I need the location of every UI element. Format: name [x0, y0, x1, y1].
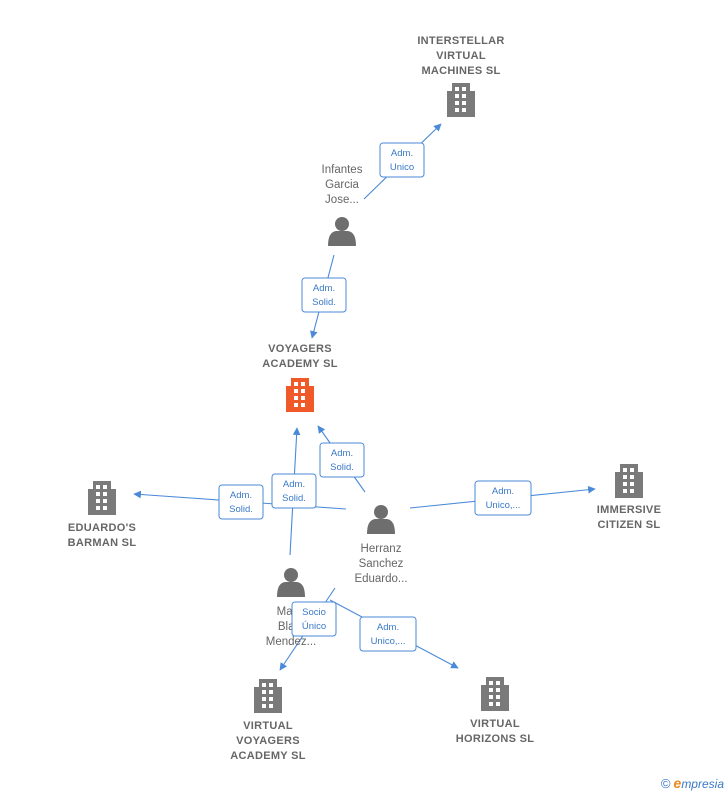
node-label-line: BARMAN SL [68, 537, 137, 549]
node-label-line: ACADEMY SL [262, 358, 338, 370]
edge-label-text: Adm. [230, 490, 252, 501]
edge-label-text: Solid. [330, 462, 354, 473]
building-icon [447, 83, 475, 117]
edge-label-box [474, 480, 532, 516]
node-label-line: ACADEMY SL [230, 750, 306, 762]
brand-logo-text: mpresia [681, 777, 724, 791]
building-icon [481, 677, 509, 711]
node-label-line: VOYAGERS [268, 343, 332, 355]
node-herranz[interactable]: HerranzSanchezEduardo... [354, 505, 408, 585]
edge-label-box [271, 473, 317, 509]
edge-label[interactable]: Adm. Solid. [319, 442, 365, 478]
edge-label-text: Único [302, 621, 326, 632]
edge-label-box [319, 442, 365, 478]
node-label-line: VIRTUAL [470, 718, 520, 730]
edge-label[interactable]: Adm. Solid. [218, 484, 264, 520]
edge-label-text: Solid. [282, 493, 306, 504]
building-icon-focus [286, 378, 314, 412]
node-label-line: Garcia [325, 179, 359, 191]
edge-label-text: Adm. [391, 148, 413, 159]
node-label-line: Infantes [322, 164, 363, 176]
edge-label-text: Adm. [313, 283, 335, 294]
footer-brand[interactable]: ©empresia [661, 775, 724, 791]
node-voyagers[interactable]: VOYAGERS ACADEMY SL [262, 343, 338, 412]
node-label-line: CITIZEN SL [598, 519, 661, 531]
edge-label-text: Unico [390, 162, 414, 173]
edge-labels-layer: Adm.UnicoAdm.Solid.Adm.Solid.Adm.Solid.A… [218, 142, 532, 652]
building-icon [615, 464, 643, 498]
edge-label-box [359, 616, 417, 652]
edge-label-text: Solid. [312, 297, 336, 308]
node-infantes[interactable]: InfantesGarciaJose... [322, 164, 363, 246]
edge-label-text: Unico,... [486, 500, 521, 511]
building-icon [254, 679, 282, 713]
person-icon [277, 568, 305, 597]
nodes-layer: INTERSTELLAR VIRTUAL MACHINES SL InfantesGa… [68, 35, 661, 762]
node-label-line: VOYAGERS [236, 735, 300, 747]
edge-label[interactable]: Adm. Unico,... [474, 480, 532, 516]
edges-layer [133, 123, 596, 671]
person-icon [328, 217, 356, 246]
node-interstellar[interactable]: INTERSTELLAR VIRTUAL MACHINES SL [417, 35, 504, 117]
edge-label-box [218, 484, 264, 520]
edge-label[interactable]: Adm. Unico,... [359, 616, 417, 652]
node-label-line: Jose... [325, 194, 359, 206]
edge-label-text: Solid. [229, 504, 253, 515]
node-virtual-voyagers[interactable]: VIRTUAL VOYAGERS ACADEMY SL [230, 679, 306, 762]
node-label-line: Herranz [361, 543, 402, 555]
edge-label-text: Adm. [492, 486, 514, 497]
node-label-line: HORIZONS SL [456, 733, 534, 745]
edge-label-text: Unico,... [371, 636, 406, 647]
building-icon [88, 481, 116, 515]
node-label-line: EDUARDO'S [68, 522, 136, 534]
copyright-icon: © [660, 776, 671, 791]
node-label-line: IMMERSIVE [597, 504, 661, 516]
node-label-line: Eduardo... [354, 573, 407, 585]
edge-label-text: Adm. [331, 448, 353, 459]
node-label-line: MACHINES SL [421, 65, 500, 77]
node-label-line: VIRTUAL [436, 50, 486, 62]
node-label-line: Sanchez [359, 558, 404, 570]
edge-label[interactable]: Adm. Solid. [271, 473, 317, 509]
person-icon [367, 505, 395, 534]
edge-label-box [379, 142, 425, 178]
node-immersive[interactable]: IMMERSIVE CITIZEN SL [597, 464, 661, 531]
node-label-line: Mendez... [266, 636, 317, 648]
edge-label-text: Adm. [377, 622, 399, 633]
edge-label[interactable]: Adm. Solid. [301, 277, 347, 313]
node-label-line: VIRTUAL [243, 720, 293, 732]
node-virtual-horizons[interactable]: VIRTUAL HORIZONS SL [456, 677, 534, 745]
node-eduardos[interactable]: EDUARDO'S BARMAN SL [68, 481, 137, 549]
edge-label-box [301, 277, 347, 313]
edge-label-box [291, 601, 337, 637]
edge-label[interactable]: Adm. Unico [379, 142, 425, 178]
edge-label-text: Adm. [283, 479, 305, 490]
brand-logo-initial: e [673, 775, 682, 791]
node-label-line: INTERSTELLAR [417, 35, 504, 47]
edge-label-text: Socio [302, 607, 326, 618]
